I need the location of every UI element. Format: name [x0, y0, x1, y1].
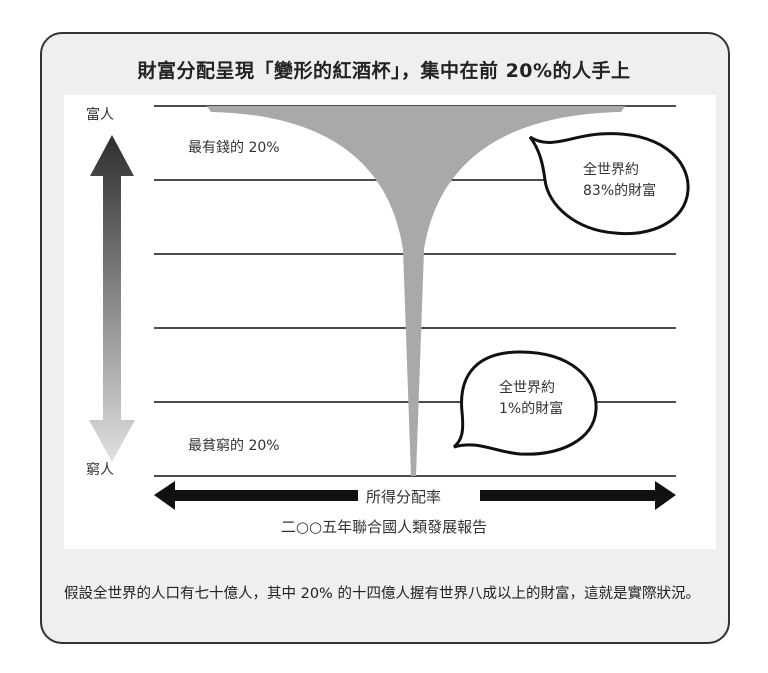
- source-note: 二○○五年聯合國人類發展報告: [280, 518, 488, 536]
- speech-bubble-rich: [528, 132, 690, 236]
- figure-title: 財富分配呈現「變形的紅酒杯」，集中在前 20%的人手上: [137, 60, 631, 82]
- rich-bubble-line1: 全世界約: [583, 162, 639, 178]
- rich-bubble-text: 全世界約 83%的財富: [583, 160, 656, 202]
- poor-bubble-line1: 全世界約: [499, 380, 555, 396]
- speech-bubble-poor: [452, 350, 598, 456]
- poorest-20-label: 最貧窮的 20%: [188, 438, 280, 454]
- richest-20-label: 最有錢的 20%: [188, 140, 280, 156]
- poor-axis-label: 窮人: [86, 462, 114, 478]
- rich-bubble-line2: 83%的財富: [583, 183, 657, 199]
- rich-axis-label: 富人: [86, 107, 114, 123]
- income-axis-arrow-left: [154, 481, 358, 510]
- income-axis-label: 所得分配率: [366, 488, 442, 506]
- poor-bubble-line2: 1%的財富: [499, 401, 564, 417]
- income-axis-arrow-right: [480, 481, 676, 510]
- wealth-axis-arrow: [89, 135, 135, 462]
- poor-bubble-text: 全世界約 1%的財富: [499, 378, 563, 420]
- figure-caption: 假設全世界的人口有七十億人，其中 20% 的十四億人握有世界八成以上的財富，這就…: [64, 586, 700, 602]
- wine-glass-shape: [207, 106, 625, 476]
